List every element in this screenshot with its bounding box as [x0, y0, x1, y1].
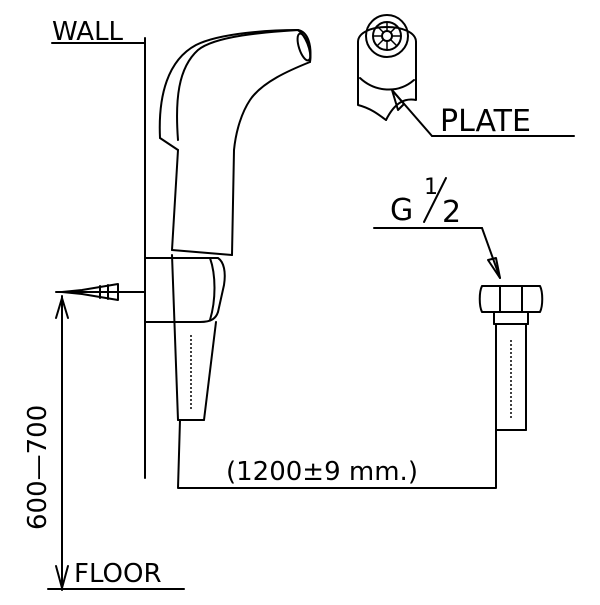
- wall-anchor: [55, 283, 146, 301]
- thread-fraction-bar: [423, 177, 447, 223]
- bracket-outline: [144, 257, 226, 323]
- thread-spec: G 1 2: [373, 175, 501, 279]
- handle-lower-right: [203, 321, 217, 421]
- spray-nozzle-ring: [296, 32, 312, 62]
- handle-lower-left: [171, 254, 179, 421]
- plate-label: PLATE: [440, 104, 531, 139]
- height-range-label: 600—700: [23, 405, 53, 530]
- thread-denominator: 2: [442, 195, 461, 230]
- plate-outline-left: [357, 41, 387, 121]
- hose-fitting: [478, 285, 544, 431]
- hose-line: [177, 419, 497, 489]
- spray-handle-left: [171, 149, 179, 251]
- hex-nut: [478, 285, 544, 313]
- thread-leader-arrow: [487, 257, 501, 279]
- floor-label: FLOOR: [74, 559, 162, 589]
- plate-leader-arrow: [391, 89, 405, 111]
- thread-prefix: G: [390, 193, 413, 228]
- plate-outer-ring: [365, 14, 409, 58]
- spray-head-outline: [176, 29, 312, 256]
- thread-leader: [481, 227, 501, 279]
- thread-numerator: 1: [424, 175, 438, 200]
- spray-head-grip-edge: [159, 137, 179, 151]
- spray-head-back: [158, 29, 299, 139]
- wall-bracket: [144, 257, 226, 323]
- plate-center: [381, 30, 393, 42]
- spray-head: [158, 29, 312, 256]
- hose-length-label: (1200±9 mm.): [226, 457, 418, 487]
- handle-lower: [171, 254, 217, 421]
- handle-bottom-edge: [171, 249, 233, 256]
- height-dimension: 600—700: [23, 295, 69, 591]
- bracket-inner-curve: [209, 257, 216, 321]
- height-arrow-top: [55, 297, 69, 319]
- plate-curve: [359, 77, 415, 91]
- plate-spray-holes: [373, 22, 401, 50]
- plate-detail: PLATE: [357, 14, 575, 139]
